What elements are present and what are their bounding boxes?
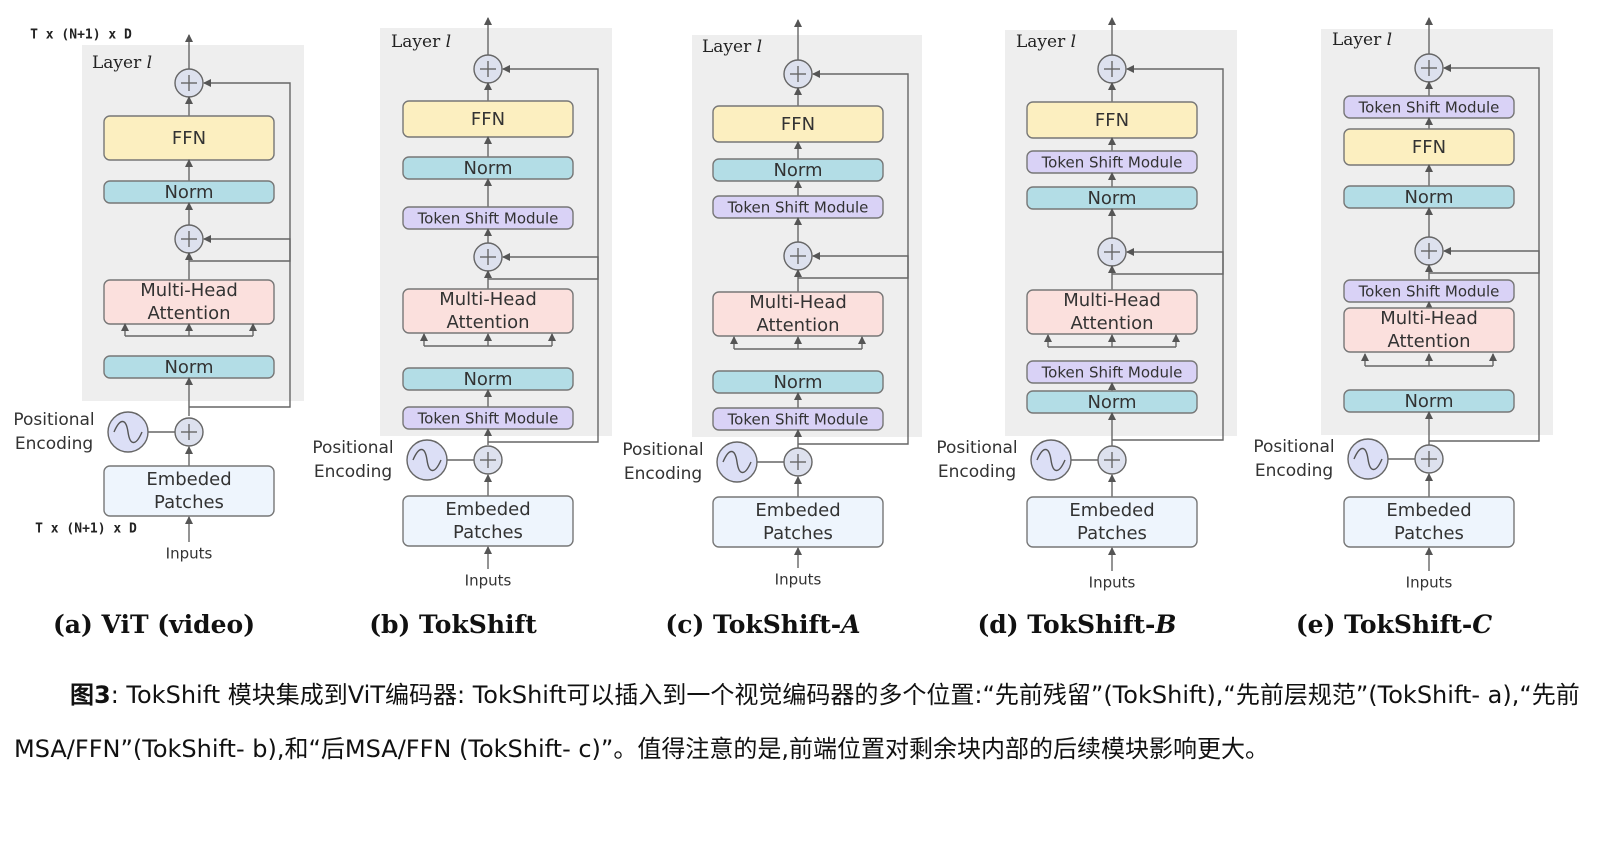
embedded-patches-label-1: Embeded — [445, 499, 530, 520]
ffn-label: FFN — [1095, 110, 1129, 131]
token-shift-module-label: Token Shift Module — [1358, 99, 1500, 117]
embedded-patches-label-2: Patches — [453, 522, 523, 543]
residual-connection-top — [488, 65, 599, 280]
layer-label: Layer l — [1016, 32, 1076, 52]
inputs-label: Inputs — [166, 545, 213, 563]
panel-caption: (d) TokShift-B — [977, 610, 1176, 639]
residual-connection-top — [1112, 65, 1224, 275]
multi-head-attention-label-1: Multi-Head — [1063, 290, 1161, 311]
dims-bottom-label: T x (N+1) x D — [35, 522, 137, 537]
layer-label: Layer l — [92, 53, 152, 73]
norm-label: Norm — [1404, 391, 1453, 412]
multi-head-attention-label-1: Multi-Head — [439, 289, 537, 310]
multi-head-attention-box — [1343, 307, 1515, 353]
residual-connection-bottom — [1112, 248, 1224, 441]
embedded-patches-label-1: Embeded — [1069, 500, 1154, 521]
multi-head-attention-label-2: Attention — [1387, 331, 1470, 352]
token-shift-module-label: Token Shift Module — [727, 411, 869, 429]
layer-label: Layer l — [1332, 30, 1392, 50]
multi-head-attention-label-2: Attention — [446, 312, 529, 333]
ffn-label: FFN — [172, 128, 206, 149]
layer-background — [692, 35, 922, 437]
panel-caption: (a) ViT (video) — [53, 610, 255, 639]
dims-top-label: T x (N+1) x D — [30, 28, 132, 43]
embedded-patches-label-2: Patches — [154, 492, 224, 513]
inputs-label: Inputs — [1406, 574, 1453, 592]
norm-label: Norm — [773, 372, 822, 393]
embedded-patches-label-2: Patches — [763, 523, 833, 544]
embedded-patches-label-2: Patches — [1394, 523, 1464, 544]
residual-connection-bottom — [798, 252, 909, 445]
positional-label-1: Positional — [936, 438, 1017, 458]
panel-caption: (b) TokShift — [369, 610, 537, 639]
figure-caption: 图3: TokShift 模块集成到ViT编码器: TokShift可以插入到一… — [14, 668, 1589, 776]
embedded-patches-label-1: Embeded — [146, 469, 231, 490]
norm-label: Norm — [773, 160, 822, 181]
norm-label: Norm — [463, 158, 512, 179]
panel-caption: (c) TokShift-A — [665, 610, 860, 639]
ffn-label: FFN — [781, 114, 815, 135]
residual-connection-bottom — [1429, 247, 1540, 442]
ffn-label: FFN — [1412, 137, 1446, 158]
token-shift-module-label: Token Shift Module — [1041, 154, 1183, 172]
ffn-label: FFN — [471, 109, 505, 130]
positional-label-2: Encoding — [624, 464, 702, 484]
layer-label: Layer l — [702, 37, 762, 57]
norm-label: Norm — [463, 369, 512, 390]
panel-caption: (e) TokShift-C — [1296, 610, 1492, 639]
residual-connection-top — [798, 70, 909, 279]
token-shift-module-label: Token Shift Module — [727, 199, 869, 217]
norm-label: Norm — [164, 357, 213, 378]
layer-background — [1321, 29, 1553, 435]
inputs-label: Inputs — [1089, 574, 1136, 592]
figure-label: 图3 — [70, 681, 111, 709]
positional-label-2: Encoding — [15, 434, 93, 454]
embedded-patches-label-2: Patches — [1077, 523, 1147, 544]
embedded-patches-label-1: Embeded — [755, 500, 840, 521]
residual-connection-bottom — [189, 235, 291, 408]
sine-wave-path — [1036, 448, 1066, 472]
layer-label: Layer l — [391, 32, 451, 52]
positional-label-2: Encoding — [938, 462, 1016, 482]
residual-connection-bottom — [488, 253, 599, 443]
multi-head-attention-label-2: Attention — [147, 303, 230, 324]
sine-wave-path — [412, 448, 442, 472]
positional-label-1: Positional — [1253, 437, 1334, 457]
norm-label: Norm — [1404, 187, 1453, 208]
positional-label-1: Positional — [622, 440, 703, 460]
norm-label: Norm — [164, 182, 213, 203]
caption-text: : TokShift 模块集成到ViT编码器: TokShift可以插入到一个视… — [14, 681, 1580, 763]
token-shift-module-label: Token Shift Module — [1358, 283, 1500, 301]
multi-head-attention-label-2: Attention — [756, 315, 839, 336]
token-shift-module-label: Token Shift Module — [417, 210, 559, 228]
panel-a: Layer lFFNNormMulti-HeadAttentionNormPos… — [13, 28, 304, 639]
multi-head-attention-label-1: Multi-Head — [1380, 308, 1478, 329]
figure-diagram: Layer lFFNNormMulti-HeadAttentionNormPos… — [13, 17, 1553, 639]
inputs-label: Inputs — [775, 571, 822, 589]
sine-wave-path — [722, 450, 752, 474]
embedded-patches-label-1: Embeded — [1386, 500, 1471, 521]
token-shift-module-label: Token Shift Module — [417, 410, 559, 428]
sine-wave-path — [1353, 447, 1383, 471]
norm-label: Norm — [1087, 392, 1136, 413]
multi-head-attention-label-1: Multi-Head — [749, 292, 847, 313]
inputs-label: Inputs — [465, 572, 512, 590]
residual-connection-top — [189, 79, 291, 262]
norm-label: Norm — [1087, 188, 1136, 209]
sine-wave-path — [113, 420, 143, 444]
positional-label-2: Encoding — [314, 462, 392, 482]
positional-label-1: Positional — [312, 438, 393, 458]
multi-head-attention-label-1: Multi-Head — [140, 280, 238, 301]
positional-label-2: Encoding — [1255, 461, 1333, 481]
layer-background — [82, 45, 304, 401]
residual-connection-top — [1429, 64, 1540, 274]
token-shift-module-label: Token Shift Module — [1041, 364, 1183, 382]
positional-label-1: Positional — [13, 410, 94, 430]
multi-head-attention-label-2: Attention — [1070, 313, 1153, 334]
